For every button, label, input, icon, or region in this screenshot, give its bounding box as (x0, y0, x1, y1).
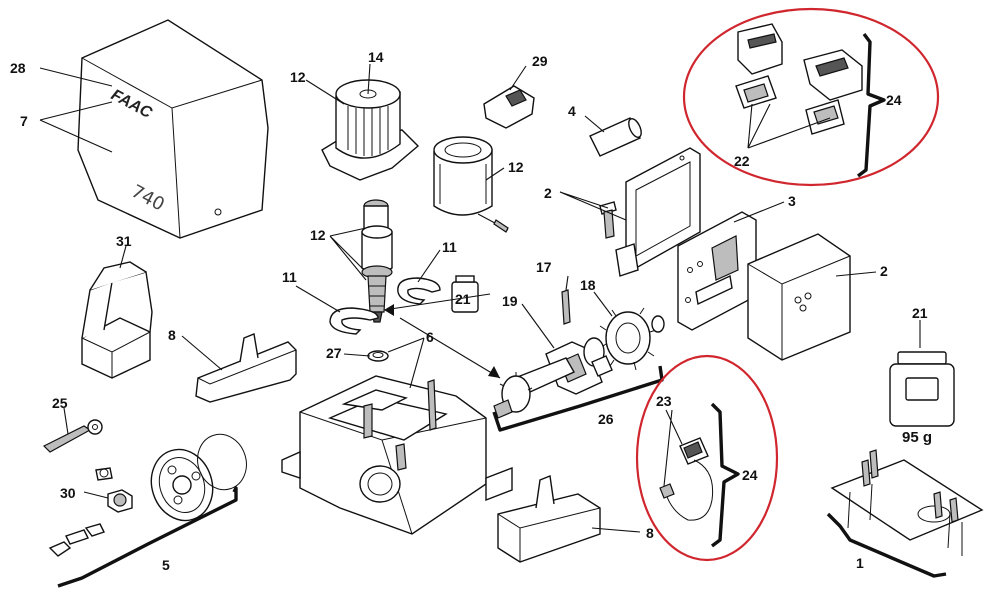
callout-1: 1 (856, 555, 864, 571)
grease-weight-label: 95 g (902, 429, 932, 446)
callout-25: 25 (52, 395, 68, 411)
release-key (42, 419, 103, 453)
highlight-sensor-bottom (635, 354, 779, 562)
circlip-a (329, 307, 379, 335)
callout-7: 7 (20, 113, 28, 129)
capacitor-clip (483, 85, 535, 129)
packaging-box (81, 261, 153, 379)
rotor-shaft (361, 199, 393, 323)
callout-2-box: 2 (880, 263, 888, 279)
handwheel (150, 433, 247, 522)
control-board (677, 211, 757, 331)
callout-12-rotor: 12 (310, 227, 326, 243)
callout-5: 5 (162, 557, 170, 573)
grease-jar-small (451, 275, 479, 313)
capacitor (589, 117, 642, 157)
callout-28: 28 (10, 60, 26, 76)
callout-3: 3 (788, 193, 796, 209)
callout-24-bottom: 24 (742, 467, 758, 483)
cover-housing: FAAC 740 (77, 19, 269, 239)
callout-numbers: 28 7 12 14 29 4 12 2 3 2 12 11 11 21 17 … (10, 49, 932, 573)
callout-12-stator: 12 (508, 159, 524, 175)
callout-29: 29 (532, 53, 548, 69)
arrow-head-right (488, 366, 500, 378)
shaft-pin (561, 289, 571, 325)
limit-switch-set (735, 23, 863, 135)
callout-12-top: 12 (290, 69, 306, 85)
stator (433, 136, 509, 233)
bracket-right (497, 475, 601, 563)
limit-sensor-cable (659, 437, 714, 521)
gearbox-body (281, 375, 513, 535)
callout-11-right: 11 (442, 239, 457, 255)
motor-flange-housing (321, 79, 420, 181)
callout-19: 19 (502, 293, 518, 309)
brace-24-top (856, 32, 886, 178)
circlip-b (397, 277, 441, 305)
bracket-left (195, 333, 297, 403)
brace-24-bottom (710, 402, 740, 548)
grease-jar-large (889, 351, 955, 427)
board-support-plate (615, 147, 701, 277)
callout-18: 18 (580, 277, 596, 293)
brace-5 (57, 486, 238, 588)
callout-27: 27 (326, 345, 342, 361)
callout-23: 23 (656, 393, 672, 409)
leader-lines (39, 63, 921, 533)
fixing-screw (599, 201, 617, 239)
callout-21-small: 21 (455, 291, 471, 307)
callout-8-left: 8 (168, 327, 176, 343)
release-lock-parts (48, 467, 133, 557)
callout-2-plate: 2 (544, 185, 552, 201)
callout-30: 30 (60, 485, 76, 501)
callout-6: 6 (426, 329, 434, 345)
callout-21-large: 21 (912, 305, 928, 321)
callout-31: 31 (116, 233, 132, 249)
brace-26 (492, 365, 664, 432)
callout-4: 4 (568, 103, 576, 119)
drive-gear (599, 307, 665, 371)
foundation-plate (830, 449, 984, 556)
output-shaft-assembly (493, 337, 613, 419)
brace-1 (826, 512, 947, 578)
callout-22: 22 (734, 153, 750, 169)
callout-26: 26 (598, 411, 614, 427)
callout-8-right: 8 (646, 525, 654, 541)
highlight-switches-top (682, 7, 940, 187)
callout-17: 17 (536, 259, 552, 275)
callout-14: 14 (368, 49, 384, 65)
arrow-head-left (384, 304, 394, 316)
callout-24-top: 24 (886, 92, 902, 108)
bushing-ring (367, 350, 389, 362)
callout-11-left: 11 (282, 269, 297, 285)
control-box-housing (747, 233, 851, 361)
